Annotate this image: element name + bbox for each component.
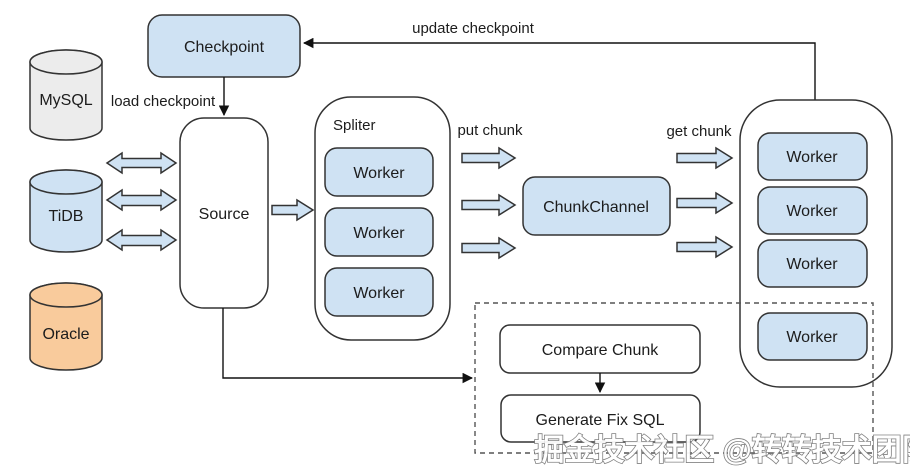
double-arrow-icon <box>105 228 178 252</box>
right-arrow-icon <box>676 235 734 259</box>
oracle-cylinder-top <box>29 282 103 308</box>
double-arrow-icon <box>105 188 178 212</box>
checkpoint-label: Checkpoint <box>184 39 265 56</box>
generate-fix-sql-node: Generate Fix SQL <box>500 394 701 443</box>
pool-worker-box <box>757 186 868 235</box>
load-checkpoint-label: load checkpoint <box>111 93 216 110</box>
put-chunk-arrows: put chunk <box>457 122 523 260</box>
double-arrow-icon <box>105 151 178 175</box>
database-oracle: Oracle <box>29 282 103 371</box>
watermark-text: 掘金技术社区 @转转技术团队 <box>534 433 910 467</box>
compare-chunk-label: Compare Chunk <box>542 342 660 359</box>
oracle-label: Oracle <box>42 326 89 343</box>
right-arrow-icon <box>676 191 734 215</box>
pool-worker-box <box>757 312 868 361</box>
update-checkpoint-label: update checkpoint <box>412 20 535 37</box>
right-arrow-icon <box>676 146 734 170</box>
pool-worker-label: Worker <box>786 149 838 166</box>
source-node: Source <box>179 117 269 309</box>
right-arrow-icon <box>461 146 517 170</box>
worker-pool: Worker Worker Worker Worker <box>757 132 868 361</box>
source-box <box>179 117 269 309</box>
spliter-worker-box <box>324 207 434 257</box>
right-arrow-icon <box>461 236 517 260</box>
db-source-sync-arrows <box>105 151 178 252</box>
spliter-worker-label: Worker <box>353 225 405 242</box>
source-to-spliter-arrow <box>271 198 315 222</box>
database-mysql: MySQL <box>29 49 103 141</box>
chunkchannel-box <box>522 176 671 236</box>
source-to-compare-arrow <box>222 308 474 384</box>
chunkchannel-label: ChunkChannel <box>543 199 649 216</box>
spliter-container: Spliter Worker Worker Worker <box>314 96 451 341</box>
spliter-worker-box <box>324 267 434 317</box>
generate-fix-sql-box <box>500 394 701 443</box>
update-checkpoint-arrow <box>302 37 816 100</box>
get-chunk-label: get chunk <box>666 123 732 140</box>
chunkchannel-node: ChunkChannel <box>522 176 671 236</box>
pool-worker-label: Worker <box>786 329 838 346</box>
spliter-label: Spliter <box>333 117 376 134</box>
source-label: Source <box>199 206 250 223</box>
right-arrow-icon <box>461 193 517 217</box>
generate-fix-sql-label: Generate Fix SQL <box>536 412 665 429</box>
spliter-worker-label: Worker <box>353 165 405 182</box>
spliter-worker-label: Worker <box>353 285 405 302</box>
pool-worker-label: Worker <box>786 203 838 220</box>
mysql-cylinder-top <box>29 49 103 75</box>
compare-chunk-node: Compare Chunk <box>499 324 701 374</box>
pool-worker-box <box>757 132 868 181</box>
tidb-cylinder-top <box>29 169 103 195</box>
pool-worker-box <box>757 239 868 288</box>
put-chunk-label: put chunk <box>457 122 523 139</box>
mysql-label: MySQL <box>39 92 92 109</box>
checkpoint-node: Checkpoint <box>147 14 301 78</box>
spliter-worker-box <box>324 147 434 197</box>
tidb-label: TiDB <box>49 208 84 225</box>
get-chunk-arrows: get chunk <box>666 123 734 259</box>
database-tidb: TiDB <box>29 169 103 253</box>
pool-worker-label: Worker <box>786 256 838 273</box>
compare-region-dashed-box <box>474 302 874 454</box>
